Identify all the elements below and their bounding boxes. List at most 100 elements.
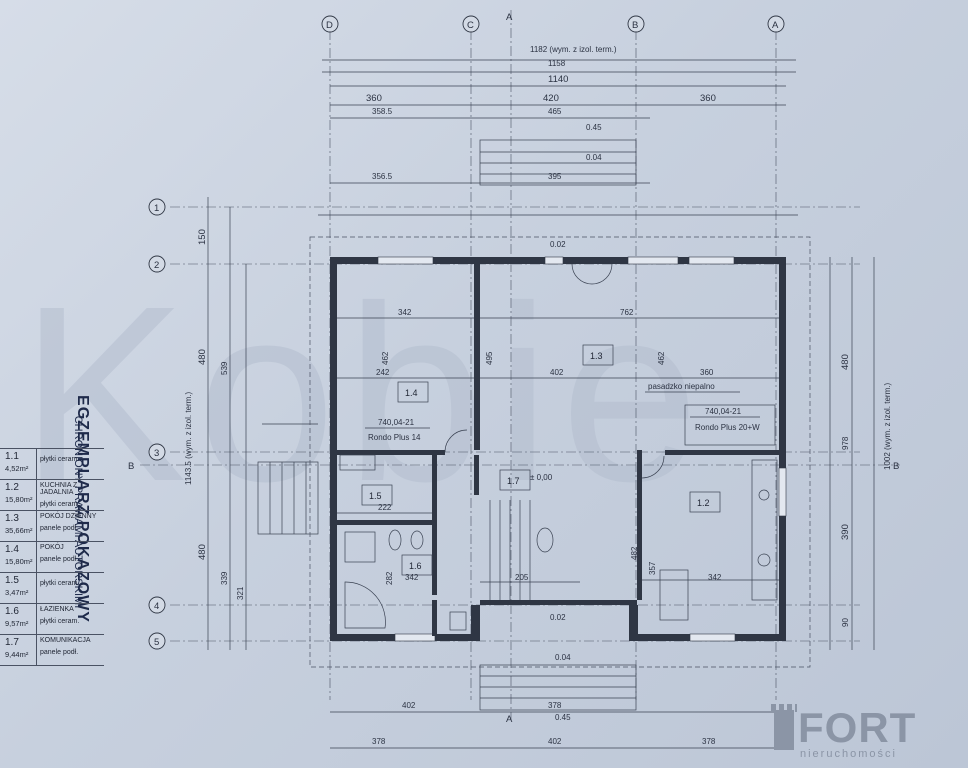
legend-finish: płytki ceram. xyxy=(40,618,80,625)
room-1-3-dim-360: 360 xyxy=(700,368,714,377)
room-1-7-dim-205: 205 xyxy=(515,573,529,582)
dim-360-left: 360 xyxy=(366,93,382,104)
room-1-2-dim-482: 482 xyxy=(630,546,639,560)
dim-1140: 1140 xyxy=(548,74,568,85)
stove-code-2: 740,04-21 xyxy=(705,407,742,416)
dim-overall-insulated: 1182 (wym. z izol. term.) xyxy=(530,45,617,54)
legend-number: 1.6 xyxy=(5,606,19,617)
legend-room-name: ŁAZIENKA xyxy=(40,606,74,613)
dim-right-90: 90 xyxy=(841,618,850,627)
legend-number: 1.3 xyxy=(5,513,19,524)
legend-area: 15,80m² xyxy=(5,557,33,566)
dim-bottom-378-right: 378 xyxy=(702,737,716,746)
fixtures xyxy=(339,404,778,631)
section-mark-b-right: B xyxy=(893,461,899,472)
level-0-45-bottom: 0.45 xyxy=(555,713,571,722)
room-labels: 1.4 1.3 1.5 1.6 1.7 1.2 xyxy=(361,344,721,576)
logo-subtitle: nieruchomości xyxy=(800,748,897,760)
legend-finish: płytki ceram. xyxy=(40,501,80,508)
dim-360-right: 360 xyxy=(700,93,716,104)
axis-label-d: D xyxy=(326,20,333,31)
room-1-5-width: 222 xyxy=(378,503,392,512)
section-marks: A A B B xyxy=(128,12,899,725)
dim-right-390: 390 xyxy=(840,524,851,540)
stove-code-1: 740,04-21 xyxy=(378,418,415,427)
dim-left-insulated: 1143.5 (wym. z izol. term.) xyxy=(184,391,193,485)
room-1-7: 1.7 xyxy=(507,476,520,486)
dim-left-339: 339 xyxy=(220,571,229,585)
windows xyxy=(377,256,787,642)
dim-left-480-top: 480 xyxy=(197,349,208,365)
room-1-4-width: 342 xyxy=(398,308,412,317)
section-mark-a-bottom: A xyxy=(506,714,513,725)
legend-number: 1.2 xyxy=(5,482,19,493)
room-1-3-depth: 462 xyxy=(657,351,666,365)
axis-label-a: A xyxy=(772,20,779,31)
room-1-3-dim-495: 495 xyxy=(485,351,494,365)
stove-label-1: Rondo Plus 14 xyxy=(368,433,421,442)
dim-395: 395 xyxy=(548,172,562,181)
dim-420: 420 xyxy=(543,93,559,104)
dim-right-insulated: 1002 (wym. z izol. term.) xyxy=(883,383,892,470)
left-dimension-chains: 150 480 539 480 339 321 1143.5 (wym. z i… xyxy=(184,197,319,650)
eaves-outline xyxy=(309,236,811,668)
legend-area: 4,52m² xyxy=(5,464,29,473)
legend-finish: płytki ceram. xyxy=(40,456,80,463)
axis-label-c: C xyxy=(467,20,474,31)
legend-row: 1.1 4,52m² płytki ceram. xyxy=(0,448,104,479)
room-1-4-dim-242: 242 xyxy=(376,368,390,377)
room-1-4: 1.4 xyxy=(405,388,418,398)
legend-finish: panele podł. xyxy=(40,556,79,563)
legend-area: 9,44m² xyxy=(5,650,29,659)
legend-finish: panele podł. xyxy=(40,525,79,532)
axis-label-4: 4 xyxy=(154,601,159,612)
axis-label-b: B xyxy=(632,20,638,31)
room-1-3-width: 762 xyxy=(620,308,634,317)
legend-area: 35,66m² xyxy=(5,526,33,535)
room-1-2-dim-357: 357 xyxy=(648,561,657,575)
room-1-3-dim-402: 402 xyxy=(550,368,564,377)
dim-358-5: 358.5 xyxy=(372,107,393,116)
legend-finish: płytki ceram. xyxy=(40,580,80,587)
legend-area: 9,57m² xyxy=(5,619,29,628)
level-0-02-bottom: 0.02 xyxy=(550,613,566,622)
legend-finish: panele podł. xyxy=(40,649,79,656)
legend-number: 1.7 xyxy=(5,637,19,648)
room-1-2: 1.2 xyxy=(697,498,710,508)
axis-label-1: 1 xyxy=(154,203,159,214)
axis-label-3: 3 xyxy=(154,448,159,459)
bottom-dimension-chains: 402 378 378 402 378 xyxy=(330,664,786,749)
dim-bottom-402: 402 xyxy=(402,701,416,710)
section-mark-b-left: B xyxy=(128,461,134,472)
legend-number: 1.5 xyxy=(5,575,19,586)
annotations: Rondo Plus 14 740,04-21 Rondo Plus 20+W … xyxy=(365,123,760,722)
dim-bottom-378: 378 xyxy=(548,701,562,710)
axis-bubbles-top: D C B A xyxy=(321,15,785,33)
room-1-4-depth: 462 xyxy=(381,351,390,365)
dim-left-150: 150 xyxy=(197,229,208,245)
tower-icon xyxy=(771,704,797,750)
level-0-04-bottom: 0.04 xyxy=(555,653,571,662)
level-0-04-top: 0.04 xyxy=(586,153,602,162)
legend-number: 1.1 xyxy=(5,451,19,462)
floor-level: ± 0,00 xyxy=(530,473,553,482)
level-0-45-top: 0.45 xyxy=(586,123,602,132)
room-1-6-width: 342 xyxy=(405,573,419,582)
legend-room-name: POKÓJ xyxy=(40,544,64,551)
room-dimensions: 342 462 242 762 402 360 462 495 222 342 … xyxy=(337,308,779,585)
axis-label-5: 5 xyxy=(154,637,159,648)
room-1-3: 1.3 xyxy=(590,351,603,361)
dim-left-480-bottom: 480 xyxy=(197,544,208,560)
dim-bottom-402-mid: 402 xyxy=(548,737,562,746)
internal-walls xyxy=(337,264,779,636)
fort-logo: FORT nieruchomości xyxy=(768,700,968,768)
dim-bottom-378-left: 378 xyxy=(372,737,386,746)
fireproof-floor-note: pasadzko niepalno xyxy=(648,382,715,391)
